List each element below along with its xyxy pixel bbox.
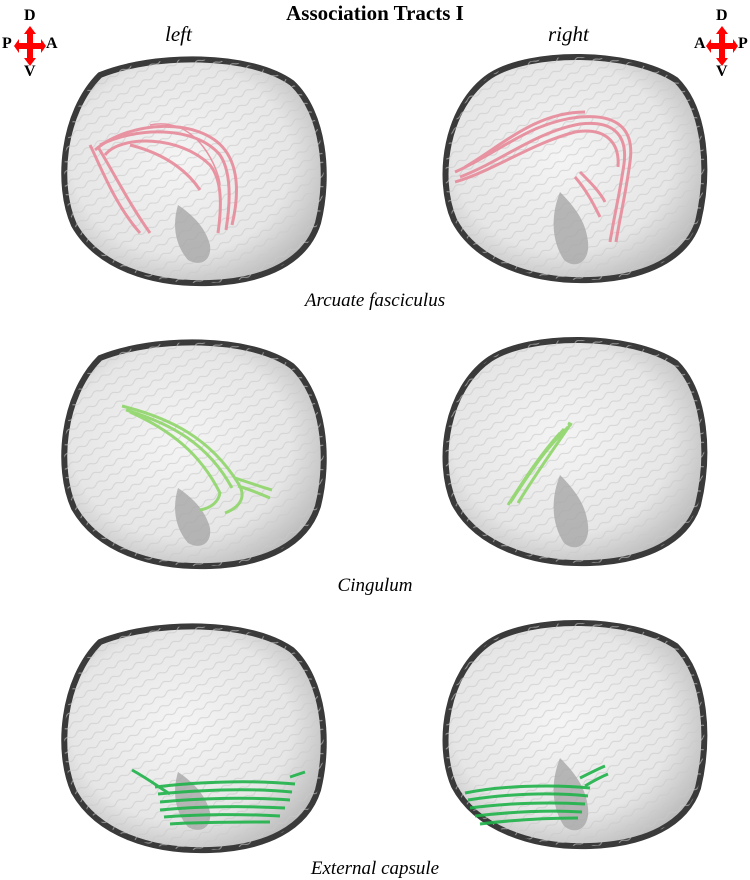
brain-right-external-capsule <box>442 619 708 850</box>
brain-left-external-capsule <box>61 623 327 854</box>
cingulum-tract-right <box>506 421 573 506</box>
dorsal-label: D <box>24 7 36 24</box>
brain-right-arcuate <box>442 53 708 284</box>
posterior-label: P <box>738 35 748 52</box>
external-capsule-tract-right <box>464 764 609 826</box>
arcuate-tract-left <box>88 123 238 234</box>
cingulum-tract-left <box>121 404 273 515</box>
caption-arcuate: Arcuate fasciculus <box>304 290 446 311</box>
caption-cingulum: Cingulum <box>337 575 413 596</box>
anterior-label: A <box>46 35 58 52</box>
orientation-compass-left: D P A V <box>2 8 64 80</box>
anterior-label: A <box>694 35 706 52</box>
cross-arrow-icon <box>706 26 738 66</box>
ventral-label: V <box>24 63 36 80</box>
dorsal-label: D <box>716 7 728 24</box>
figure-title: Association Tracts I <box>286 1 464 25</box>
brain-left-arcuate <box>61 56 327 287</box>
ventral-label: V <box>716 63 728 80</box>
cross-arrow-icon <box>14 26 46 66</box>
right-hemisphere-label: right <box>548 22 589 46</box>
orientation-compass-right: D A P V <box>694 8 750 80</box>
caption-external-capsule: External capsule <box>310 858 440 879</box>
brain-right-cingulum <box>442 336 708 567</box>
posterior-label: P <box>2 35 12 52</box>
brain-left-cingulum <box>61 339 327 570</box>
external-capsule-tract-left <box>131 768 306 826</box>
left-hemisphere-label: left <box>165 22 192 46</box>
arcuate-tract-right <box>454 110 633 243</box>
